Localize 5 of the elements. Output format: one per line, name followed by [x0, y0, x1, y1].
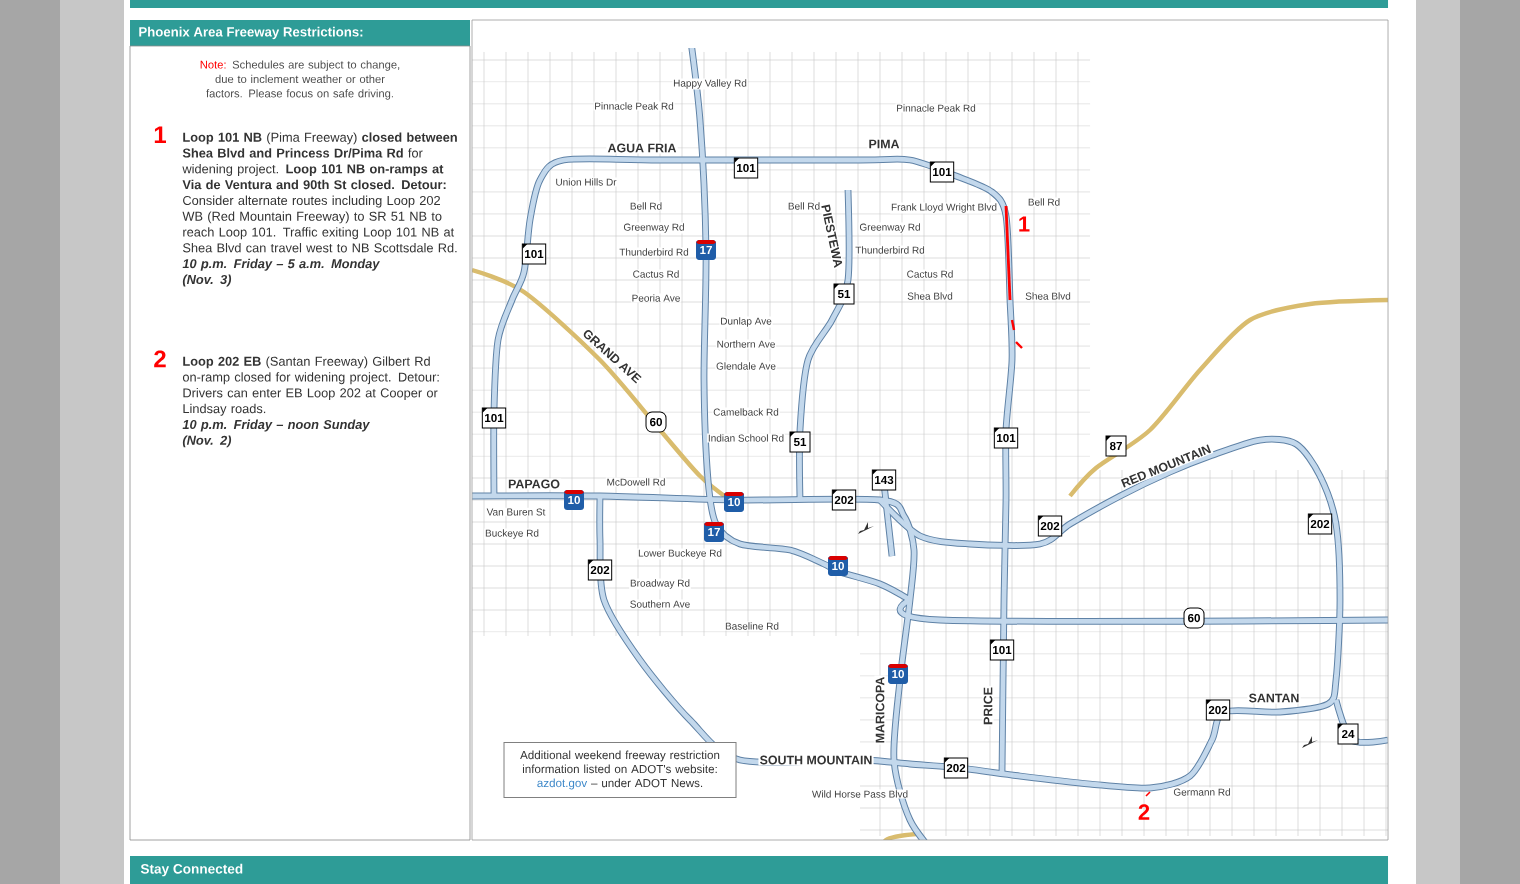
info-box [503, 742, 737, 798]
closure-number: 1 [1019, 216, 1030, 232]
closure-number: 2 [1138, 804, 1150, 820]
item-number: 1 [154, 126, 166, 143]
item-number: 2 [154, 350, 166, 368]
